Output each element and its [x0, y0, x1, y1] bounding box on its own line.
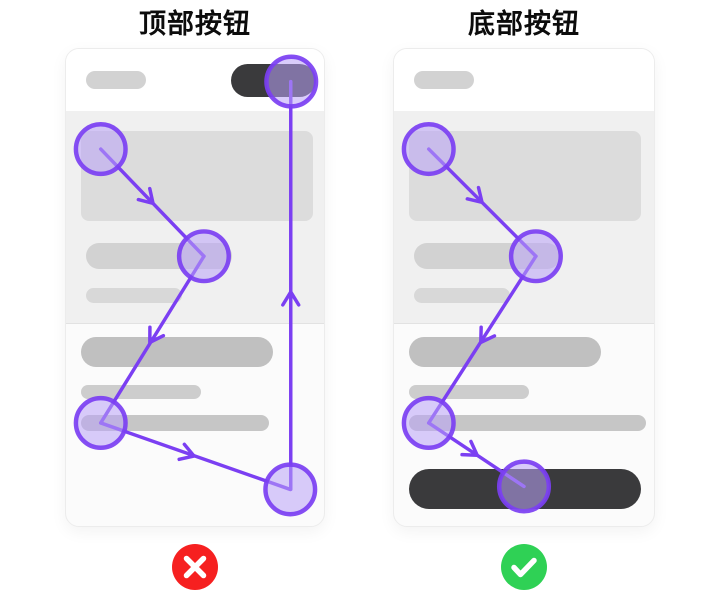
- text-placeholder: [414, 243, 560, 269]
- phone-mockup-top-button: [65, 48, 325, 527]
- text-placeholder: [86, 243, 232, 269]
- image-placeholder: [409, 131, 641, 221]
- navbar-title-placeholder: [414, 71, 474, 89]
- text-placeholder: [409, 385, 529, 399]
- mock-primary-button-bottom: [409, 469, 641, 509]
- gaze-path-line: [98, 421, 292, 492]
- gaze-direction-arrow: [177, 442, 196, 462]
- panel-bottom-button: 底部按钮: [393, 0, 655, 592]
- pass-badge: [501, 544, 547, 590]
- phone-mockup-bottom-button: [393, 48, 655, 527]
- text-placeholder: [81, 337, 273, 367]
- check-icon: [501, 544, 547, 590]
- image-placeholder: [81, 131, 313, 221]
- fail-badge: [172, 544, 218, 590]
- navbar-title-placeholder: [86, 71, 146, 89]
- text-placeholder: [86, 288, 182, 303]
- mock-primary-button-top: [231, 64, 316, 97]
- panel-title-bottom-button: 底部按钮: [468, 9, 580, 39]
- mock-navbar: [66, 49, 324, 112]
- mock-navbar: [394, 49, 654, 112]
- text-placeholder: [409, 415, 646, 431]
- gaze-fixation-node: [263, 462, 318, 517]
- panel-title-top-button: 顶部按钮: [139, 9, 251, 39]
- panel-top-button: 顶部按钮: [65, 0, 325, 592]
- text-placeholder: [414, 288, 510, 303]
- text-placeholder: [81, 415, 269, 431]
- x-icon: [172, 544, 218, 590]
- gaze-direction-arrow: [460, 439, 479, 458]
- text-placeholder: [81, 385, 201, 399]
- text-placeholder: [409, 337, 601, 367]
